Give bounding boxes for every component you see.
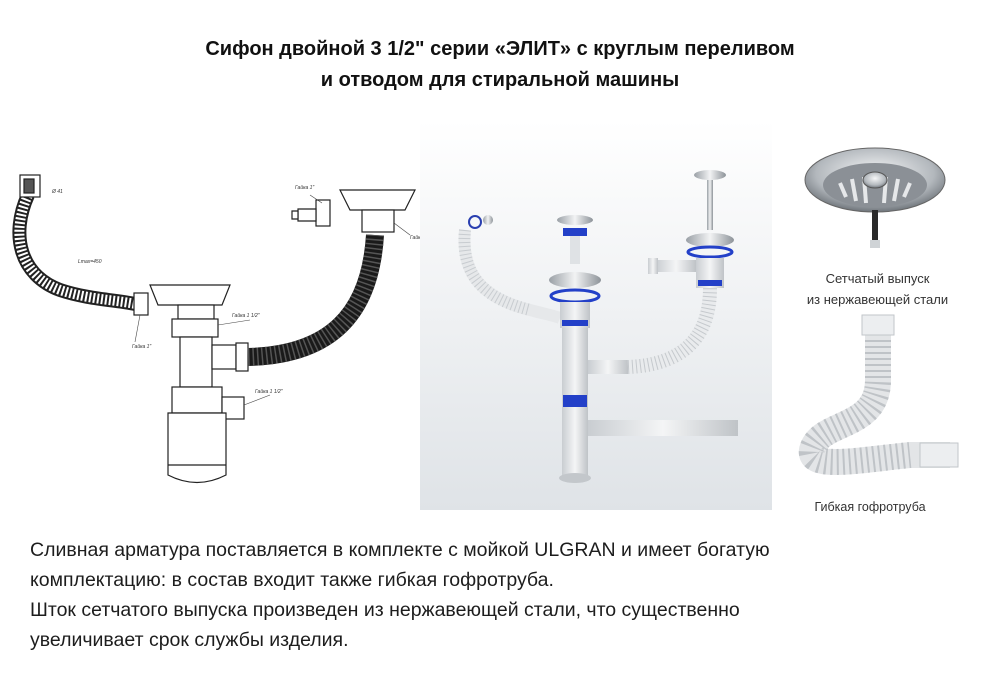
strainer-image [804, 147, 946, 248]
flexible-hose-image [798, 314, 959, 475]
description-line-3: Шток сетчатого выпуска произведен из нер… [30, 599, 740, 621]
siphon-photo [420, 120, 772, 510]
title-line-2: и отводом для стиральной машины [320, 69, 680, 91]
description: Сливная арматура поставляется в комплект… [30, 535, 980, 655]
label-diameter: Ø 41 [51, 189, 63, 195]
description-line-2: комплектацию: в состав входит также гибк… [30, 569, 554, 591]
label-nut-1: Гайка 1" [295, 184, 314, 191]
strainer-caption-line-2: из нержавеющей стали [806, 292, 949, 307]
title-line-1: Сифон двойной 3 1/2" серии «ЭЛИТ» с круг… [205, 38, 795, 60]
description-line-1: Сливная арматура поставляется в комплект… [30, 539, 770, 561]
hose-caption: Гибкая гофротруба [814, 500, 926, 514]
page-title: Сифон двойной 3 1/2" серии «ЭЛИТ» с круг… [150, 34, 850, 96]
siphon-technical-drawing: Гайка 1" Гайка 1 1/2" Гайка 1 1/2" Гайка… [12, 174, 438, 484]
description-line-4: увеличивает срок службы изделия. [30, 629, 349, 651]
label-nut-1-left: Гайка 1" [132, 343, 151, 350]
label-nut-1-half-low: Гайка 1 1/2" [255, 388, 283, 395]
label-length: Lmax=450 [78, 259, 102, 265]
strainer-caption-line-1: Сетчатый выпуск [825, 271, 930, 286]
label-nut-1-half-mid: Гайка 1 1/2" [232, 312, 260, 319]
strainer-caption: Сетчатый выпуск из нержавеющей стали [770, 268, 985, 310]
